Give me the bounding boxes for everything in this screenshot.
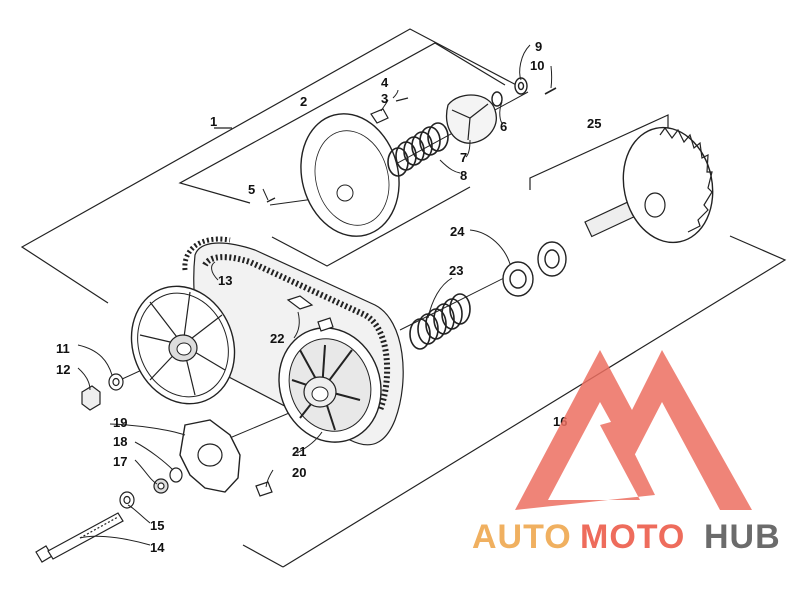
callout-20: 20 bbox=[292, 465, 306, 480]
washer-18 bbox=[169, 467, 183, 483]
washer-15 bbox=[119, 491, 135, 509]
key-5 bbox=[266, 197, 276, 203]
assembly-bracket-25 bbox=[529, 114, 669, 190]
watermark-logo bbox=[515, 350, 752, 510]
callout-3: 3 bbox=[381, 91, 388, 106]
callout-6: 6 bbox=[500, 119, 507, 134]
washer-11 bbox=[108, 373, 124, 391]
assembly-bracket-2 bbox=[178, 42, 506, 267]
spider-19 bbox=[179, 419, 241, 493]
callout-12: 12 bbox=[56, 362, 70, 377]
callout-2: 2 bbox=[300, 94, 307, 109]
callout-21: 21 bbox=[292, 444, 306, 459]
washer-9 bbox=[514, 77, 528, 95]
bolt-14 bbox=[35, 512, 124, 563]
watermark-word-moto: MOTO bbox=[580, 518, 685, 556]
clip-20 bbox=[255, 481, 273, 497]
callout-4: 4 bbox=[381, 75, 389, 90]
spring-8 bbox=[387, 122, 449, 177]
nut-12 bbox=[81, 385, 101, 411]
spring-23 bbox=[409, 293, 471, 350]
callout-10: 10 bbox=[530, 58, 544, 73]
bushing-17 bbox=[153, 478, 169, 494]
driven-sheave-front bbox=[130, 285, 236, 405]
callout-1: 1 bbox=[210, 114, 217, 129]
callout-25: 25 bbox=[587, 116, 601, 131]
bearing-24a bbox=[502, 261, 534, 297]
assembly-bracket-1 bbox=[20, 28, 523, 304]
callout-11: 11 bbox=[56, 341, 70, 356]
bracket-22 bbox=[286, 295, 334, 332]
callout-5: 5 bbox=[248, 182, 255, 197]
callout-7: 7 bbox=[460, 150, 467, 165]
callout-22: 22 bbox=[270, 331, 284, 346]
callout-15: 15 bbox=[150, 518, 164, 533]
callout-8: 8 bbox=[460, 168, 467, 183]
callout-14: 14 bbox=[150, 540, 165, 555]
watermark-word-auto: AUTO bbox=[472, 518, 572, 556]
callout-labels: 1 2 3 4 5 6 7 8 9 10 11 12 13 14 15 16 1… bbox=[56, 39, 601, 555]
watermark-word-hub: HUB bbox=[704, 518, 781, 556]
callout-24: 24 bbox=[450, 224, 465, 239]
callout-18: 18 bbox=[113, 434, 127, 449]
spider-cam-7 bbox=[445, 94, 497, 144]
pulley-25 bbox=[584, 126, 714, 244]
callout-19: 19 bbox=[113, 415, 127, 430]
callout-17: 17 bbox=[113, 454, 127, 469]
movable-sheave bbox=[278, 327, 382, 443]
bearing-24b bbox=[537, 241, 567, 277]
clip-3 bbox=[370, 108, 389, 124]
pin-10 bbox=[544, 87, 557, 95]
assembly-bracket-16 bbox=[242, 235, 787, 568]
callout-23: 23 bbox=[449, 263, 463, 278]
screw-4 bbox=[395, 97, 409, 102]
leader-lines bbox=[77, 44, 553, 546]
watermark-triangle-mark bbox=[515, 350, 752, 510]
callout-13: 13 bbox=[218, 273, 232, 288]
callout-9: 9 bbox=[535, 39, 542, 54]
ring-6 bbox=[491, 91, 503, 107]
watermark-text: AUTO MOTO HUB bbox=[472, 518, 781, 556]
